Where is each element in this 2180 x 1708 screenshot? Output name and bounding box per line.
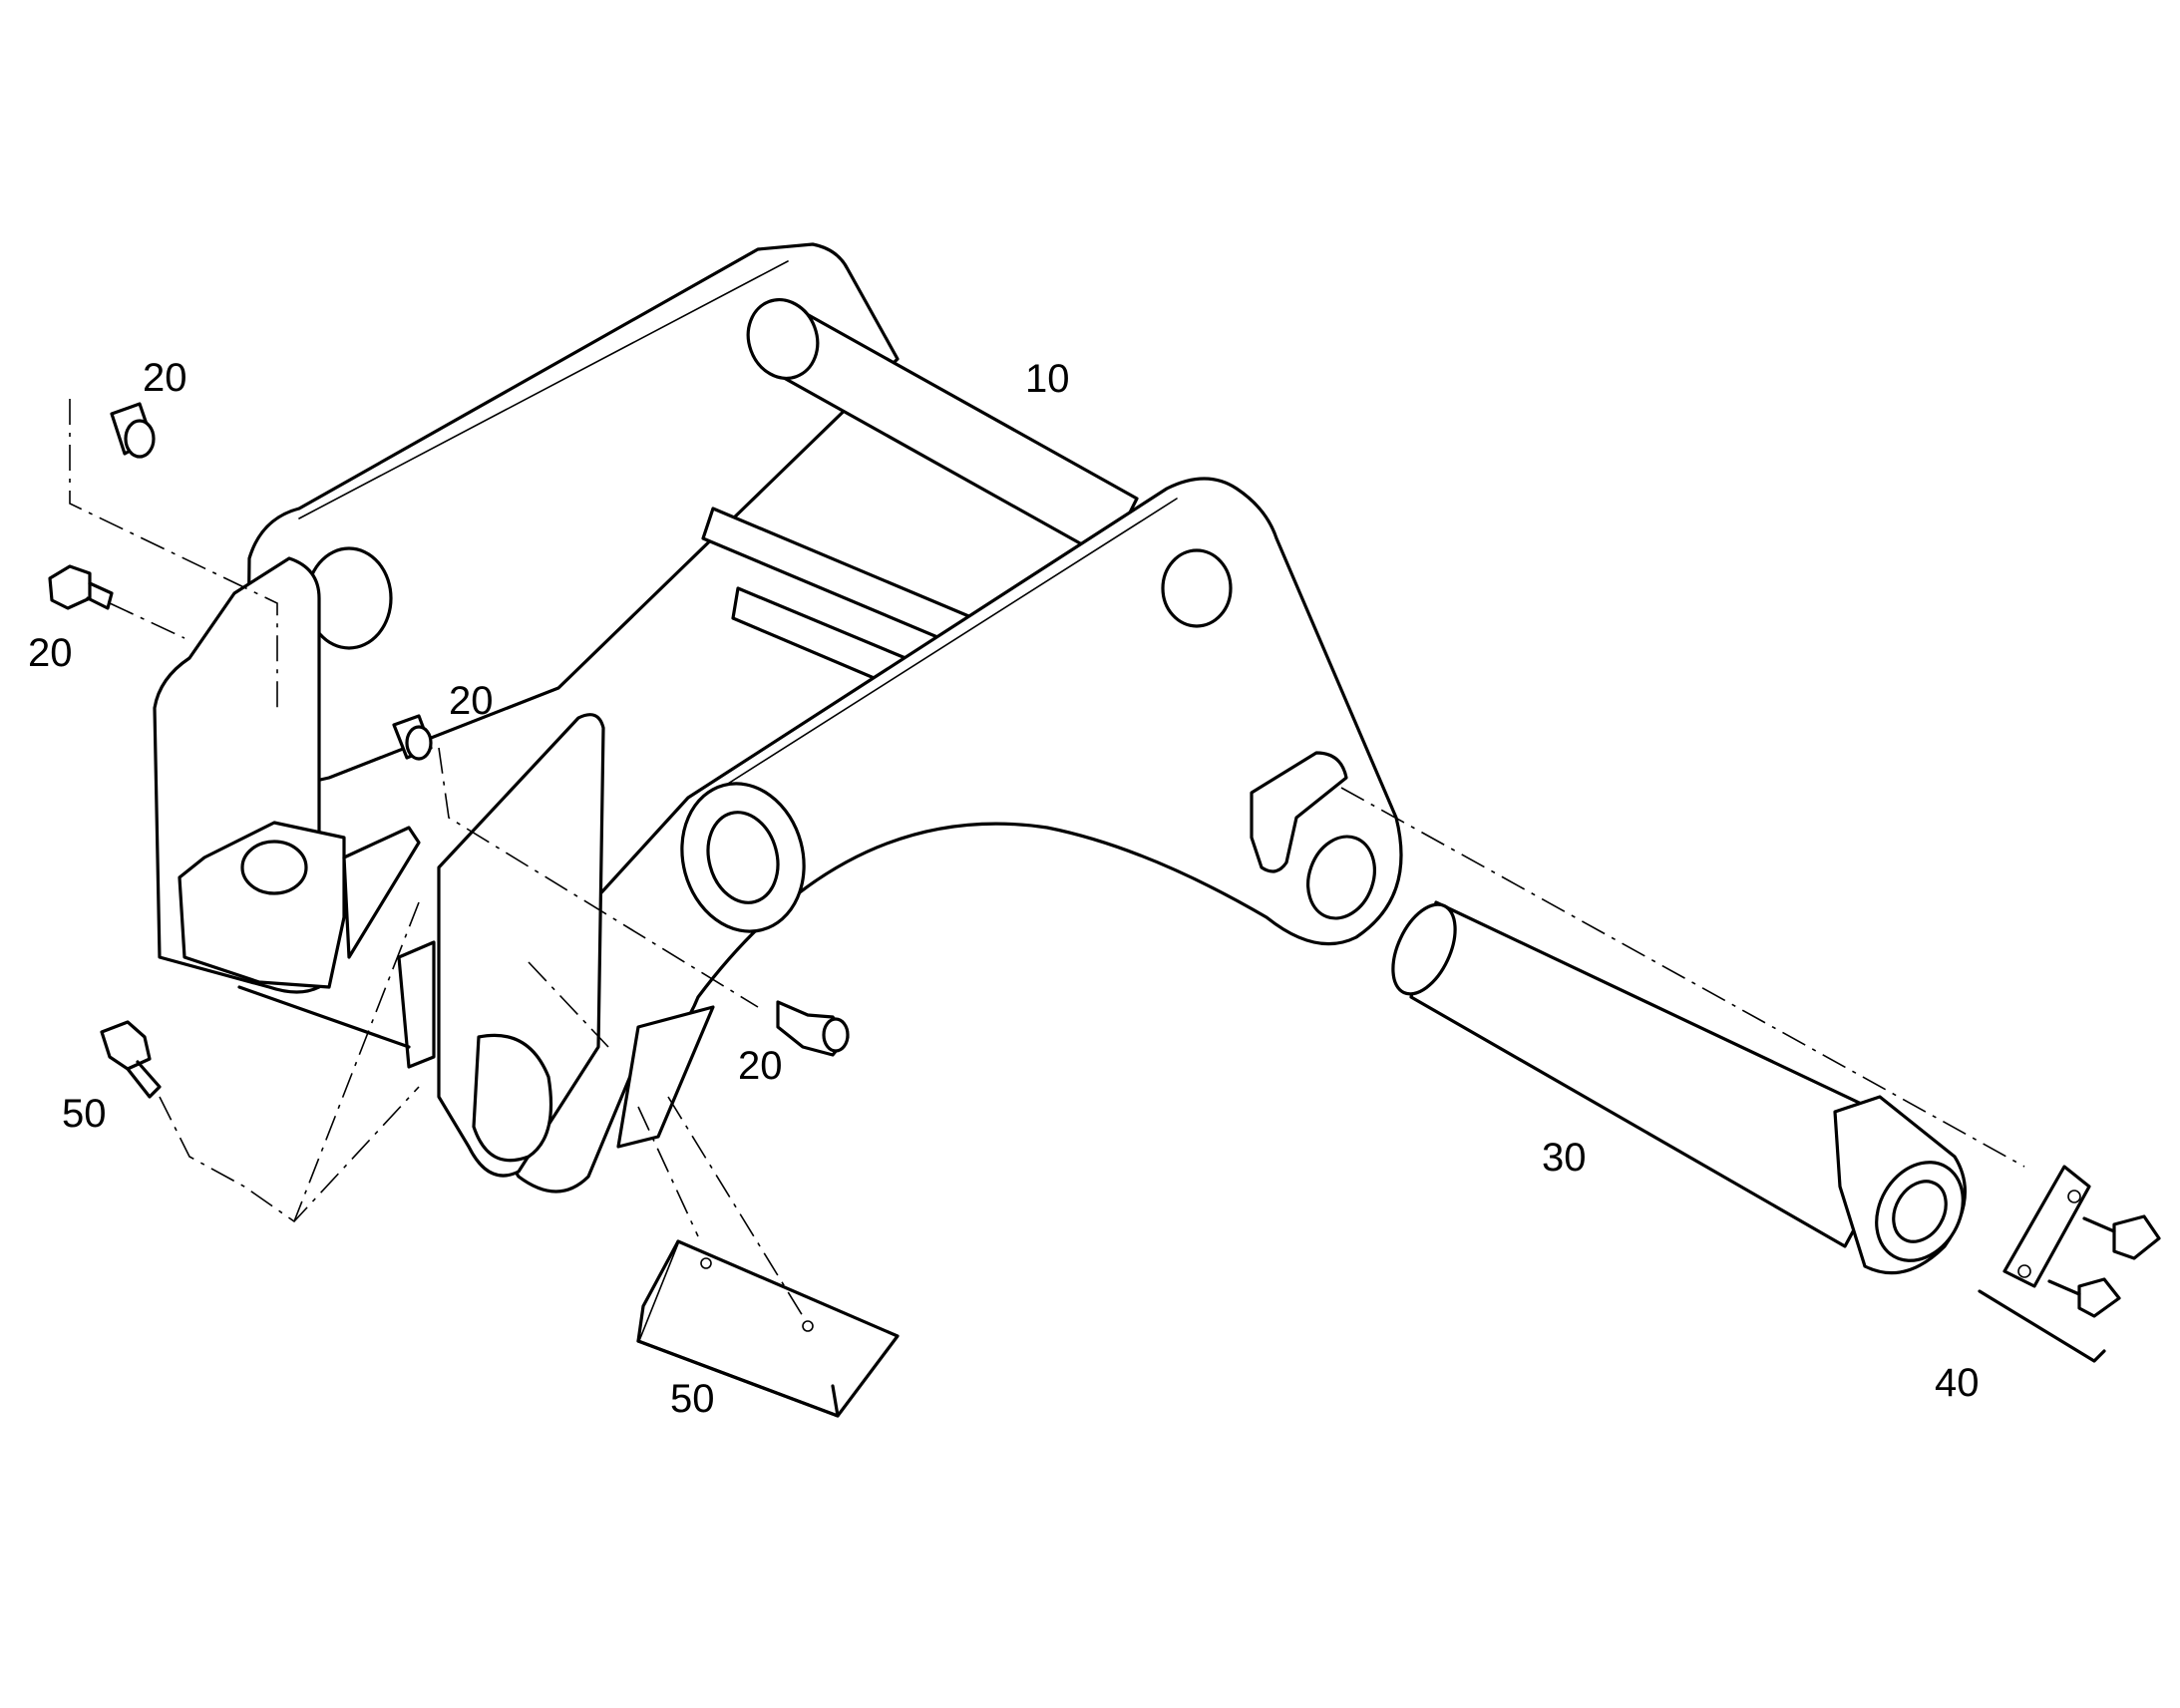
lock-plate-part-40	[1978, 1165, 2161, 1363]
callout-20-left: 20	[28, 631, 73, 675]
callout-50-bottom: 50	[670, 1377, 715, 1421]
pin-part-30	[1391, 900, 1967, 1275]
callout-30: 30	[1542, 1136, 1587, 1180]
bolt-20-right	[776, 1000, 850, 1057]
callout-50-left: 50	[62, 1092, 107, 1136]
bushing-20-top	[110, 402, 156, 459]
assembly-lines	[69, 399, 2025, 1317]
bolt-20-left	[48, 564, 114, 610]
wear-pad-part-50	[636, 1239, 900, 1418]
callout-20-middle: 20	[449, 679, 494, 723]
callout-labels: 10 20 20 20 20 30 40 50 50	[28, 356, 1980, 1421]
callout-10: 10	[1025, 357, 1070, 401]
callout-20-right: 20	[738, 1044, 783, 1088]
callout-40: 40	[1935, 1361, 1980, 1405]
bushing-20-middle	[392, 714, 433, 761]
frame-part-10	[153, 242, 1403, 1194]
callout-20-top: 20	[143, 356, 187, 400]
bolt-50-left	[100, 1020, 162, 1099]
